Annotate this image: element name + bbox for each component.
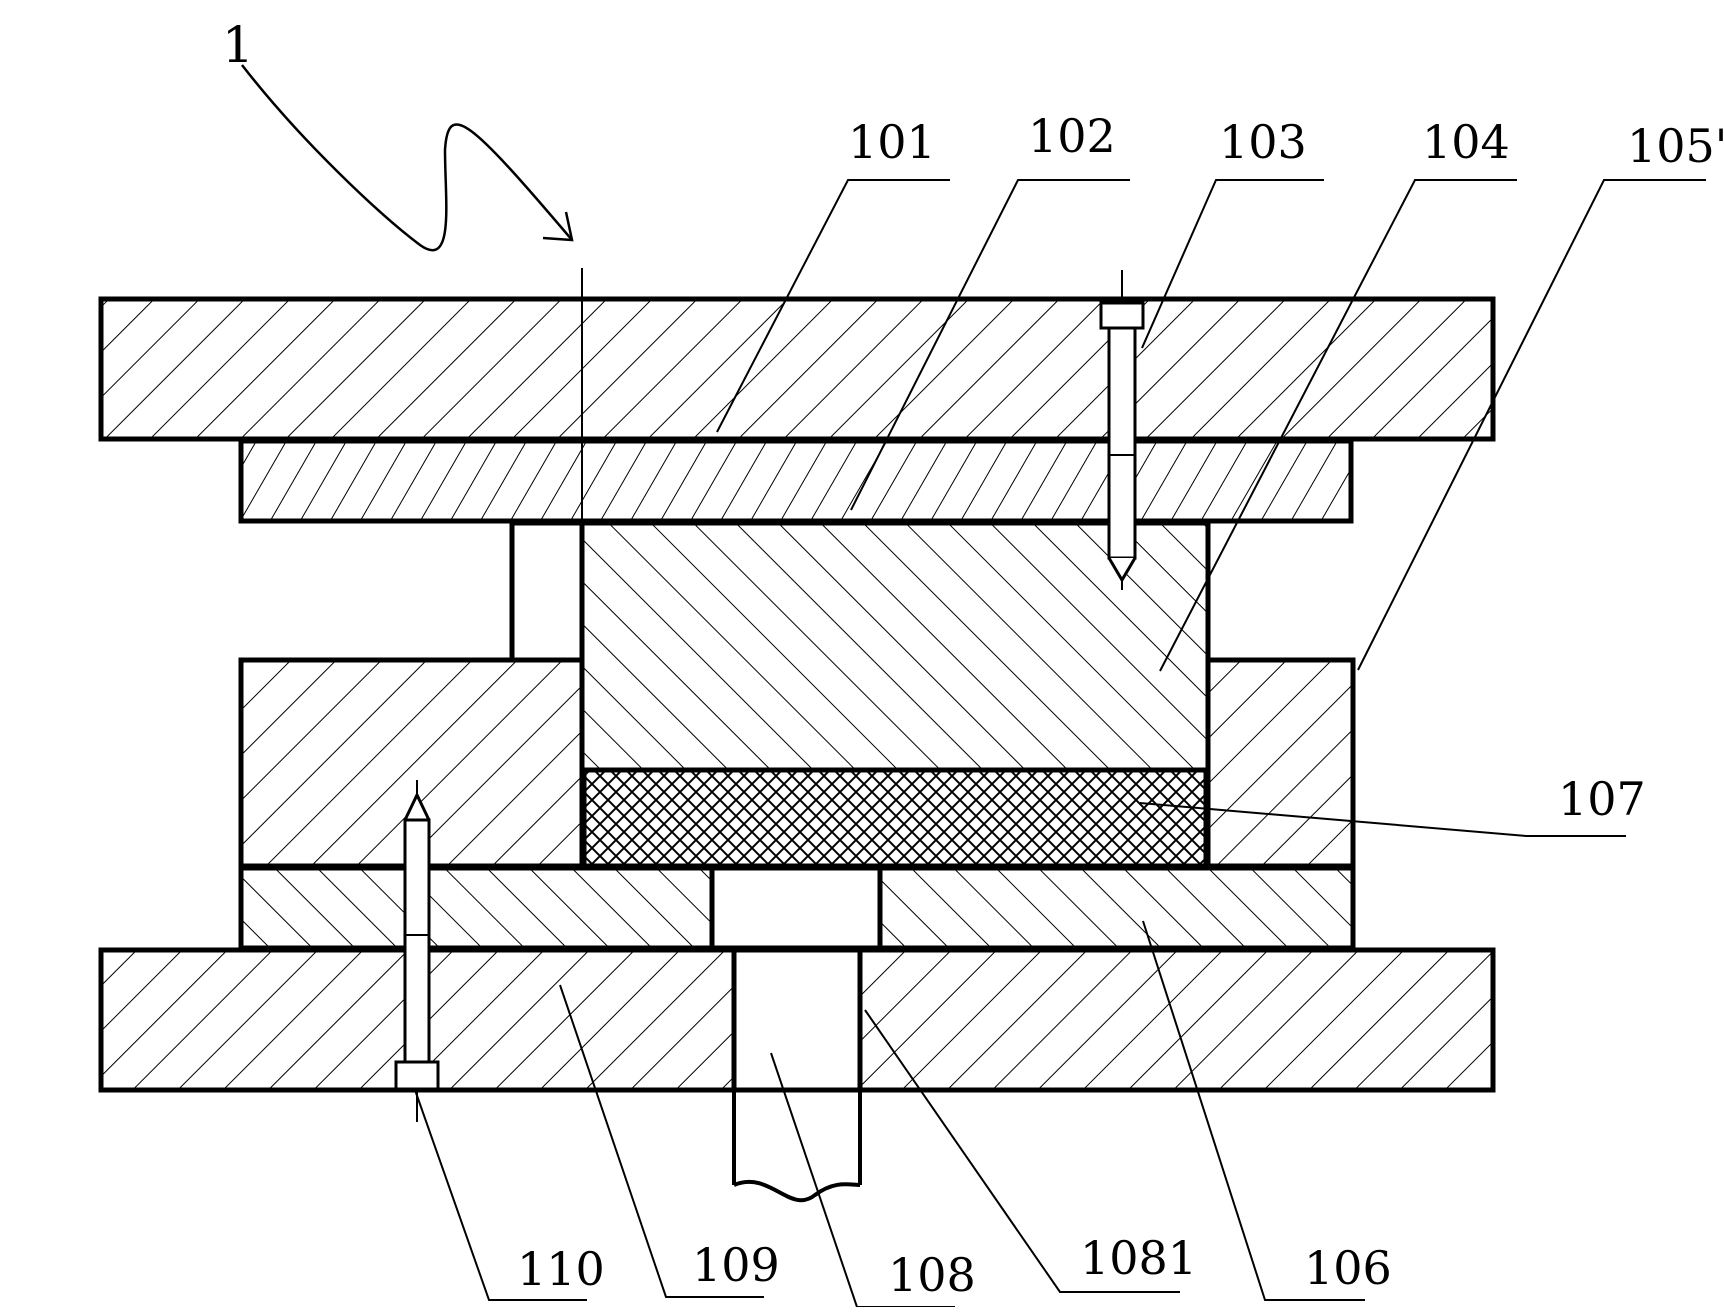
upper-die-base-plate	[101, 299, 1493, 439]
label-102: 102	[1028, 109, 1116, 163]
label-105: 105'	[1627, 119, 1724, 173]
label-101: 101	[848, 115, 936, 169]
label-110: 110	[517, 1242, 605, 1296]
label-108: 108	[888, 1248, 976, 1302]
assembly-arrow	[242, 65, 572, 250]
label-109: 109	[692, 1238, 780, 1292]
label-106: 106	[1304, 1241, 1392, 1295]
right-die-block	[1208, 660, 1353, 866]
lower-plate-left	[241, 868, 712, 948]
label-104: 104	[1422, 115, 1510, 169]
ejector-rod-shaft-break	[734, 1090, 860, 1200]
left-spacer-block	[512, 523, 582, 660]
ejector-rod	[734, 950, 860, 1090]
upper-backing-plate	[241, 441, 1351, 521]
assembly-label: 1	[222, 16, 254, 74]
ejector-cavity	[712, 868, 880, 948]
label-107: 107	[1558, 772, 1646, 826]
label-103: 103	[1219, 115, 1307, 169]
label-1081: 1081	[1080, 1231, 1197, 1285]
elastic-pad	[584, 770, 1206, 866]
lower-plate-right	[880, 868, 1353, 948]
